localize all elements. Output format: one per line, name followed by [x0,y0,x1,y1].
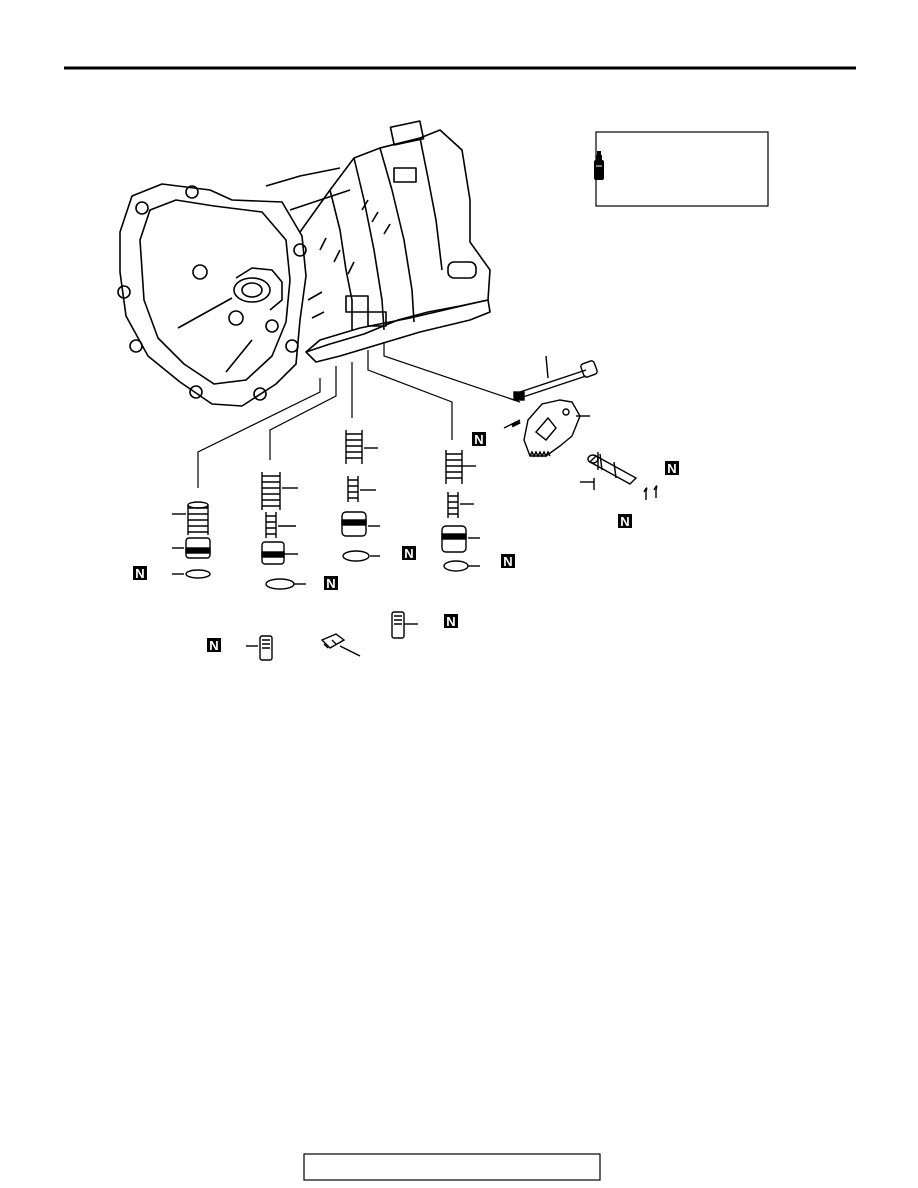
piston-4 [441,525,467,553]
svg-text:N: N [135,566,144,581]
spring-large-2 [261,472,281,510]
accumulator-stack-1 [172,501,211,579]
clip-part [320,633,361,657]
accumulator-stack-3 [341,430,380,562]
transmission-case [117,120,491,407]
piston-1 [185,537,211,559]
spring-small-2 [265,512,277,538]
plug-1 [246,635,273,661]
leader-lines [197,342,521,488]
spring-large-3 [345,430,363,464]
detent-plate [503,399,590,458]
n-badge-group: N N N N N N N N N [133,432,679,653]
svg-text:N: N [209,638,218,653]
footer-box [303,1153,601,1181]
n-badge-8: N [444,614,458,629]
svg-text:N: N [620,514,629,529]
spring-small-4 [447,492,459,518]
accumulator-stack-2 [261,472,306,590]
svg-text:N: N [667,461,676,476]
n-badge-9: N [207,638,221,653]
piston-3 [341,511,367,537]
n-badge-7: N [324,576,338,591]
manual-shaft [580,452,658,500]
spring-large-4 [445,450,463,484]
svg-text:N: N [446,614,455,629]
n-badge-5: N [501,554,515,569]
svg-text:N: N [404,546,413,561]
spring-small-3 [347,476,359,502]
o-ring-1 [185,569,211,579]
o-ring-2 [265,578,295,590]
spring-large-1 [187,501,209,535]
n-badge-2: N [665,461,679,476]
legend-box [594,131,769,207]
grease-tube-icon [594,151,604,180]
n-badge-6: N [133,566,147,581]
n-badge-1: N [472,432,486,447]
svg-text:N: N [326,576,335,591]
n-badge-3: N [618,514,632,529]
svg-text:N: N [503,554,512,569]
accumulator-stack-4 [441,450,480,572]
parking-rod [513,355,598,401]
n-badge-4: N [402,546,416,561]
plug-2 [391,611,418,639]
o-ring-3 [342,550,370,562]
o-ring-4 [443,560,469,572]
piston-2 [261,541,285,565]
svg-text:N: N [474,432,483,447]
